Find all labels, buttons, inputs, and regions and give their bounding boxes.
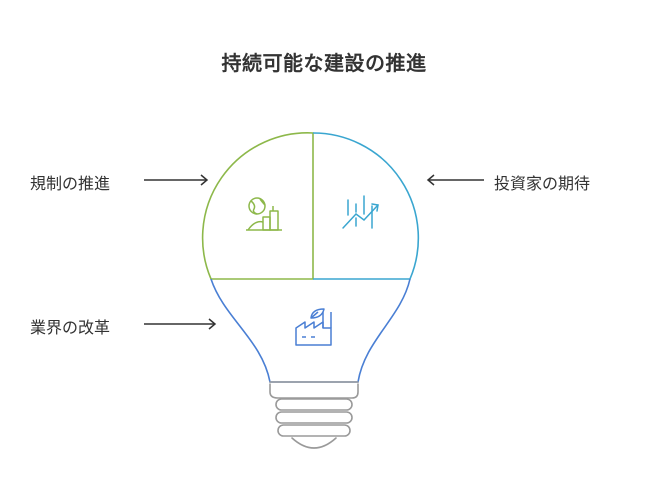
bulb-segment-industry	[210, 278, 411, 383]
rising-chart-icon	[342, 195, 379, 229]
arrow-investor	[426, 174, 484, 186]
globe-buildings-icon	[246, 197, 282, 231]
arrow-regulation	[144, 174, 209, 186]
bulb-segment-investor	[312, 132, 420, 280]
label-investor: 投資家の期待	[494, 174, 591, 193]
arrow-industry	[144, 318, 217, 330]
bulb-segment-regulation	[201, 132, 314, 280]
page-title: 持続可能な建設の推進	[221, 51, 427, 75]
eco-factory-icon	[295, 308, 332, 346]
label-regulation: 規制の推進	[30, 174, 111, 193]
label-industry: 業界の改革	[30, 318, 111, 337]
bulb-base	[269, 381, 359, 449]
